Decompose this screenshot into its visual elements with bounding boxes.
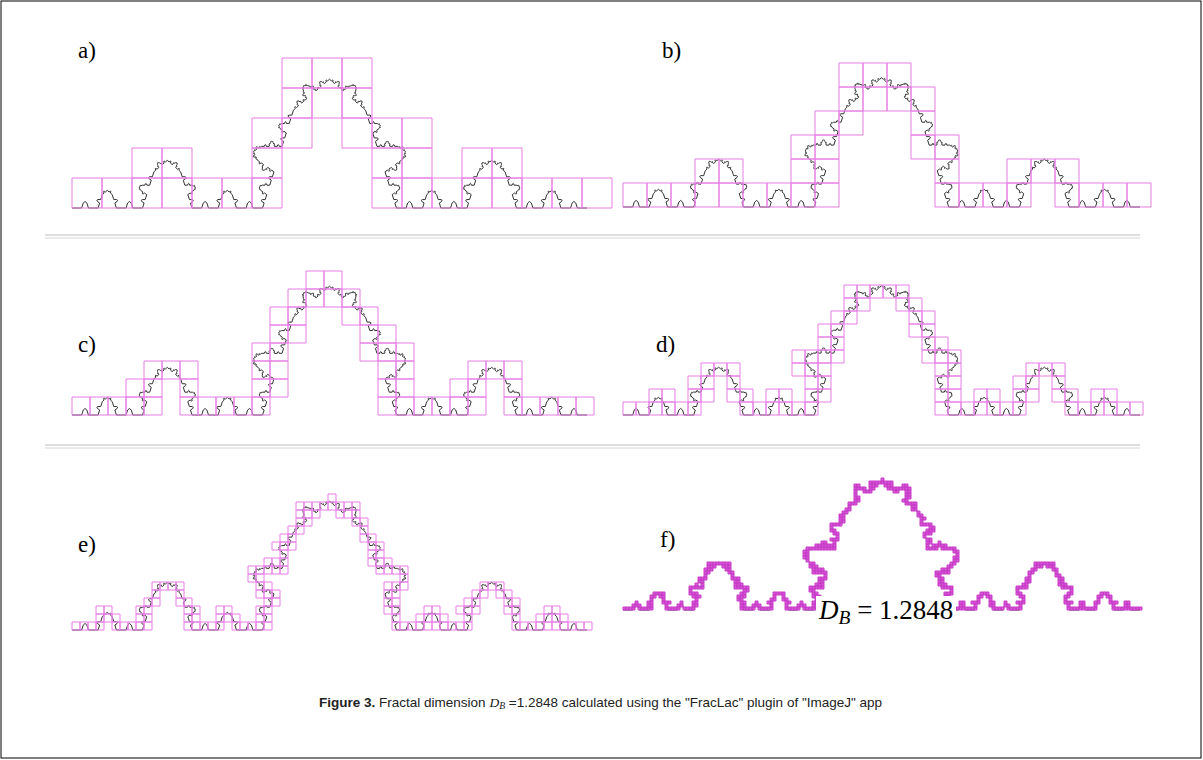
box-grid xyxy=(623,478,1142,610)
fractal-panel xyxy=(623,63,1151,207)
fractal-panel xyxy=(72,271,594,415)
separator-line xyxy=(45,235,1140,236)
box-grid xyxy=(72,494,592,630)
koch-curve xyxy=(72,286,587,415)
figure-caption: Figure 3. Fractal dimension DB =1.2848 c… xyxy=(319,695,882,712)
koch-curve xyxy=(72,79,587,208)
separator-line xyxy=(45,448,1140,449)
separator-line xyxy=(45,445,1140,446)
box-grid xyxy=(72,271,594,415)
box-grid xyxy=(623,285,1143,415)
fractal-panel xyxy=(72,494,592,630)
koch-curve xyxy=(623,78,1140,207)
separator-line xyxy=(45,238,1140,239)
panel-letter: c) xyxy=(78,333,96,356)
fractal-panel xyxy=(72,58,612,208)
koch-curve xyxy=(72,501,587,630)
box-grid xyxy=(623,63,1151,207)
panel-letter: e) xyxy=(78,533,96,556)
fractal-panel xyxy=(623,478,1142,610)
fractal-panel xyxy=(623,285,1143,415)
box-grid xyxy=(72,58,612,208)
panel-letter: d) xyxy=(656,333,675,356)
panel-letter: a) xyxy=(78,39,96,62)
panel-letter: b) xyxy=(662,39,681,62)
panel-letter: f) xyxy=(660,528,675,551)
koch-curve xyxy=(623,481,1140,610)
dimension-label: DB = 1.2848 xyxy=(816,596,956,628)
